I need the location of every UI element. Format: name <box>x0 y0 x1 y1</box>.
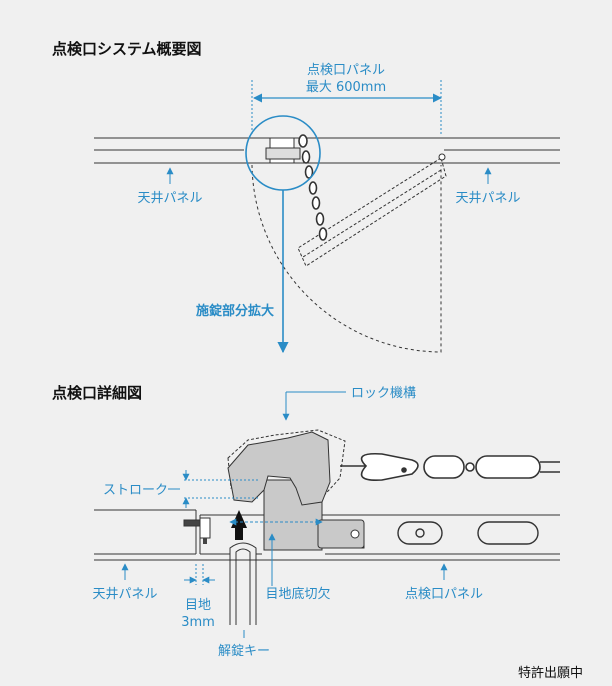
ceiling-right-label: 天井パネル <box>455 191 520 206</box>
key-label: 解錠キー <box>218 644 270 659</box>
joint-width-label: 3mm <box>181 615 215 630</box>
hinge-icon <box>438 153 446 161</box>
lock-zoom-label: 施錠部分拡大 <box>196 303 274 319</box>
ceiling-left-label: 天井パネル <box>137 191 202 206</box>
detail-chain-icon <box>340 452 560 482</box>
patent-note: 特許出願中 <box>518 666 583 681</box>
lock-mechanism-label: ロック機構 <box>351 386 416 401</box>
plate-hole-icon <box>350 529 360 539</box>
panel-width-label: 点検口パネル <box>307 63 385 78</box>
detail-ceiling-layers <box>94 509 560 561</box>
chain-icon <box>298 134 328 241</box>
stroke-label: ストローク <box>103 483 168 498</box>
ceiling-panel-label: 天井パネル <box>92 587 157 602</box>
panel-width-value: 最大 600mm <box>306 80 386 95</box>
unlock-key-icon <box>229 542 257 625</box>
bolt-icon <box>183 517 211 544</box>
swing-arc <box>251 164 442 353</box>
stroke-dimension <box>182 470 260 508</box>
swinging-panel <box>297 157 447 267</box>
panel-slot-icon <box>397 521 539 545</box>
access-panel-label: 点検口パネル <box>405 587 483 602</box>
overview-title: 点検口システム概要図 <box>52 40 202 58</box>
joint-dimension <box>184 564 215 585</box>
lock-plate-tab <box>317 519 365 549</box>
ceiling-rails <box>94 137 560 164</box>
notch-label: 目地底切欠 <box>265 586 330 602</box>
joint-label: 目地 <box>185 598 211 613</box>
detail-title: 点検口詳細図 <box>52 384 142 402</box>
